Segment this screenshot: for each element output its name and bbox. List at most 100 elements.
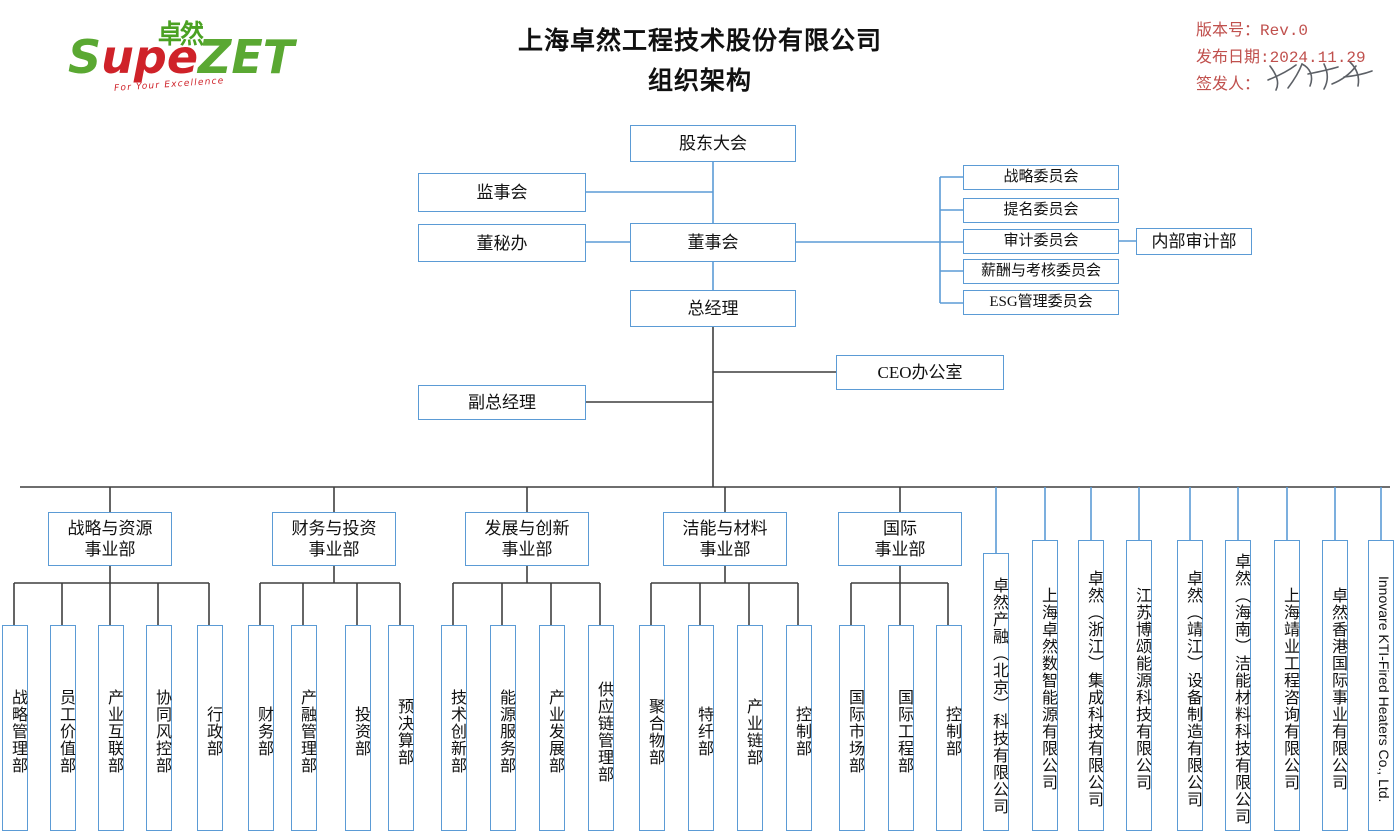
logo-wordmark: SupeZET	[68, 34, 294, 80]
node-board-of-directors[interactable]: 董事会	[630, 223, 796, 262]
dept-label: 产业互联部	[105, 689, 122, 774]
node-subsidiary-zhuoran-hongkong[interactable]: 卓然香港国际事业有限公司	[1322, 540, 1348, 831]
title-company-name: 上海卓然工程技术股份有限公司	[517, 28, 882, 55]
node-committee-strategy[interactable]: 战略委员会	[963, 165, 1119, 190]
node-dept-polymer[interactable]: 聚合物部	[639, 625, 665, 831]
division-label-line1: 发展与创新	[484, 519, 570, 538]
node-subsidiary-zhuoran-chanrong-beijing[interactable]: 卓然产融（北京）科技有限公司	[983, 553, 1009, 831]
node-dept-collaborative-risk-control[interactable]: 协同风控部	[146, 625, 172, 831]
meta-date-label: 发布日期:	[1196, 49, 1270, 67]
node-dept-industry-internet[interactable]: 产业互联部	[98, 625, 124, 831]
meta-version-value: Rev.0	[1260, 22, 1309, 40]
signature-icon	[1267, 61, 1373, 91]
node-dept-control-clean-energy[interactable]: 控制部	[786, 625, 812, 831]
node-dept-energy-services[interactable]: 能源服务部	[490, 625, 516, 831]
division-label-line1: 财务与投资	[291, 519, 377, 538]
dept-label: 产业发展部	[546, 689, 563, 774]
subsidiary-label: 卓然（浙江）集成科技有限公司	[1085, 570, 1102, 808]
node-committee-remuneration[interactable]: 薪酬与考核委员会	[963, 259, 1119, 284]
node-label: 董事会	[687, 233, 739, 252]
division-label-line2: 事业部	[84, 540, 136, 559]
title-chart-name: 组织架构	[647, 68, 752, 95]
logo-letters-zet: ZET	[198, 30, 295, 84]
node-deputy-general-manager[interactable]: 副总经理	[418, 385, 586, 420]
node-dept-employee-value[interactable]: 员工价值部	[50, 625, 76, 831]
subsidiary-label: 江苏博颂能源科技有限公司	[1133, 587, 1150, 791]
node-label: 薪酬与考核委员会	[980, 263, 1101, 279]
logo-letter-e: e	[166, 30, 199, 84]
node-shareholders-meeting[interactable]: 股东大会	[630, 125, 796, 162]
node-division-strategy-resources[interactable]: 战略与资源 事业部	[48, 512, 172, 566]
dept-label: 能源服务部	[497, 689, 514, 774]
node-division-finance-investment[interactable]: 财务与投资 事业部	[272, 512, 396, 566]
node-dept-investment[interactable]: 投资部	[345, 625, 371, 831]
node-subsidiary-innovare-kti[interactable]: Innovare KTI-Fired Heaters Co., Ltd.	[1368, 540, 1394, 831]
subsidiary-label: Innovare KTI-Fired Heaters Co., Ltd.	[1376, 575, 1392, 803]
node-dept-technology-innovation[interactable]: 技术创新部	[441, 625, 467, 831]
division-label-line2: 事业部	[308, 540, 360, 559]
page-title: 上海卓然工程技术股份有限公司 组织架构	[420, 22, 980, 102]
node-subsidiary-zhuoran-jingjiang[interactable]: 卓然（靖江）设备制造有限公司	[1177, 540, 1203, 831]
node-dept-budget-accounting[interactable]: 预决算部	[388, 625, 414, 831]
node-dept-international-engineering[interactable]: 国际工程部	[888, 625, 914, 831]
meta-date-value: 2024.11.29	[1269, 49, 1366, 67]
division-label-line1: 国际	[883, 519, 917, 538]
node-label: 审计委员会	[1003, 233, 1079, 249]
dept-label: 员工价值部	[57, 689, 74, 774]
dept-label: 行政部	[204, 706, 221, 757]
node-dept-finance[interactable]: 财务部	[248, 625, 274, 831]
dept-label: 国际工程部	[895, 689, 912, 774]
meta-version-label: 版本号：	[1196, 22, 1261, 40]
node-board-of-supervisors[interactable]: 监事会	[418, 173, 586, 212]
node-label: 战略委员会	[1003, 169, 1079, 185]
dept-label: 产业链部	[744, 697, 761, 766]
node-label: 内部审计部	[1151, 232, 1237, 251]
division-label-line2: 事业部	[874, 540, 926, 559]
meta-version-row: 版本号：Rev.0	[1196, 18, 1366, 45]
meta-issuer-label: 签发人：	[1196, 76, 1261, 94]
node-label: 总经理	[687, 299, 739, 318]
node-label: CEO办公室	[877, 363, 963, 382]
node-label: 股东大会	[679, 134, 747, 153]
company-logo: 卓然 SupeZET For Your Excellence	[68, 14, 294, 94]
node-dept-administration[interactable]: 行政部	[197, 625, 223, 831]
node-label: 提名委员会	[1003, 202, 1079, 218]
node-dept-international-market[interactable]: 国际市场部	[839, 625, 865, 831]
dept-label: 聚合物部	[646, 697, 663, 766]
dept-label: 控制部	[793, 706, 810, 757]
node-subsidiary-zhuoran-hainan[interactable]: 卓然（海南）洁能材料科技有限公司	[1225, 540, 1251, 831]
node-committee-audit[interactable]: 审计委员会	[963, 229, 1119, 254]
meta-date-row: 发布日期:2024.11.29	[1196, 45, 1366, 72]
division-label-line2: 事业部	[501, 540, 553, 559]
node-division-clean-energy-materials[interactable]: 洁能与材料 事业部	[663, 512, 787, 566]
node-internal-audit-dept[interactable]: 内部审计部	[1136, 228, 1252, 255]
node-division-development-innovation[interactable]: 发展与创新 事业部	[465, 512, 589, 566]
node-general-manager[interactable]: 总经理	[630, 290, 796, 327]
node-subsidiary-jiangsu-bosong[interactable]: 江苏博颂能源科技有限公司	[1126, 540, 1152, 831]
node-committee-nomination[interactable]: 提名委员会	[963, 198, 1119, 223]
node-dept-industry-chain[interactable]: 产业链部	[737, 625, 763, 831]
subsidiary-label: 上海靖业工程咨询有限公司	[1281, 587, 1298, 791]
node-label: 监事会	[476, 183, 528, 202]
dept-label: 技术创新部	[448, 689, 465, 774]
node-dept-special-fiber[interactable]: 特纤部	[688, 625, 714, 831]
node-dept-supply-chain-management[interactable]: 供应链管理部	[588, 625, 614, 831]
node-dept-control-international[interactable]: 控制部	[936, 625, 962, 831]
node-division-international[interactable]: 国际 事业部	[838, 512, 962, 566]
node-dept-industrial-finance-management[interactable]: 产融管理部	[291, 625, 317, 831]
node-subsidiary-zhuoran-zhejiang[interactable]: 卓然（浙江）集成科技有限公司	[1078, 540, 1104, 831]
division-label-line1: 洁能与材料	[682, 519, 768, 538]
node-subsidiary-shanghai-zhuoran-shuzhi[interactable]: 上海卓然数智能源有限公司	[1032, 540, 1058, 831]
node-dept-strategy-management[interactable]: 战略管理部	[2, 625, 28, 831]
dept-label: 预决算部	[395, 697, 412, 766]
node-label: 副总经理	[468, 393, 536, 412]
node-ceo-office[interactable]: CEO办公室	[836, 355, 1004, 390]
node-subsidiary-shanghai-jingye[interactable]: 上海靖业工程咨询有限公司	[1274, 540, 1300, 831]
node-dept-industry-development[interactable]: 产业发展部	[539, 625, 565, 831]
dept-label: 战略管理部	[9, 689, 26, 774]
node-board-secretary-office[interactable]: 董秘办	[418, 224, 586, 262]
division-label-line2: 事业部	[699, 540, 751, 559]
node-committee-esg[interactable]: ESG管理委员会	[963, 290, 1119, 315]
division-label-line1: 战略与资源	[67, 519, 153, 538]
